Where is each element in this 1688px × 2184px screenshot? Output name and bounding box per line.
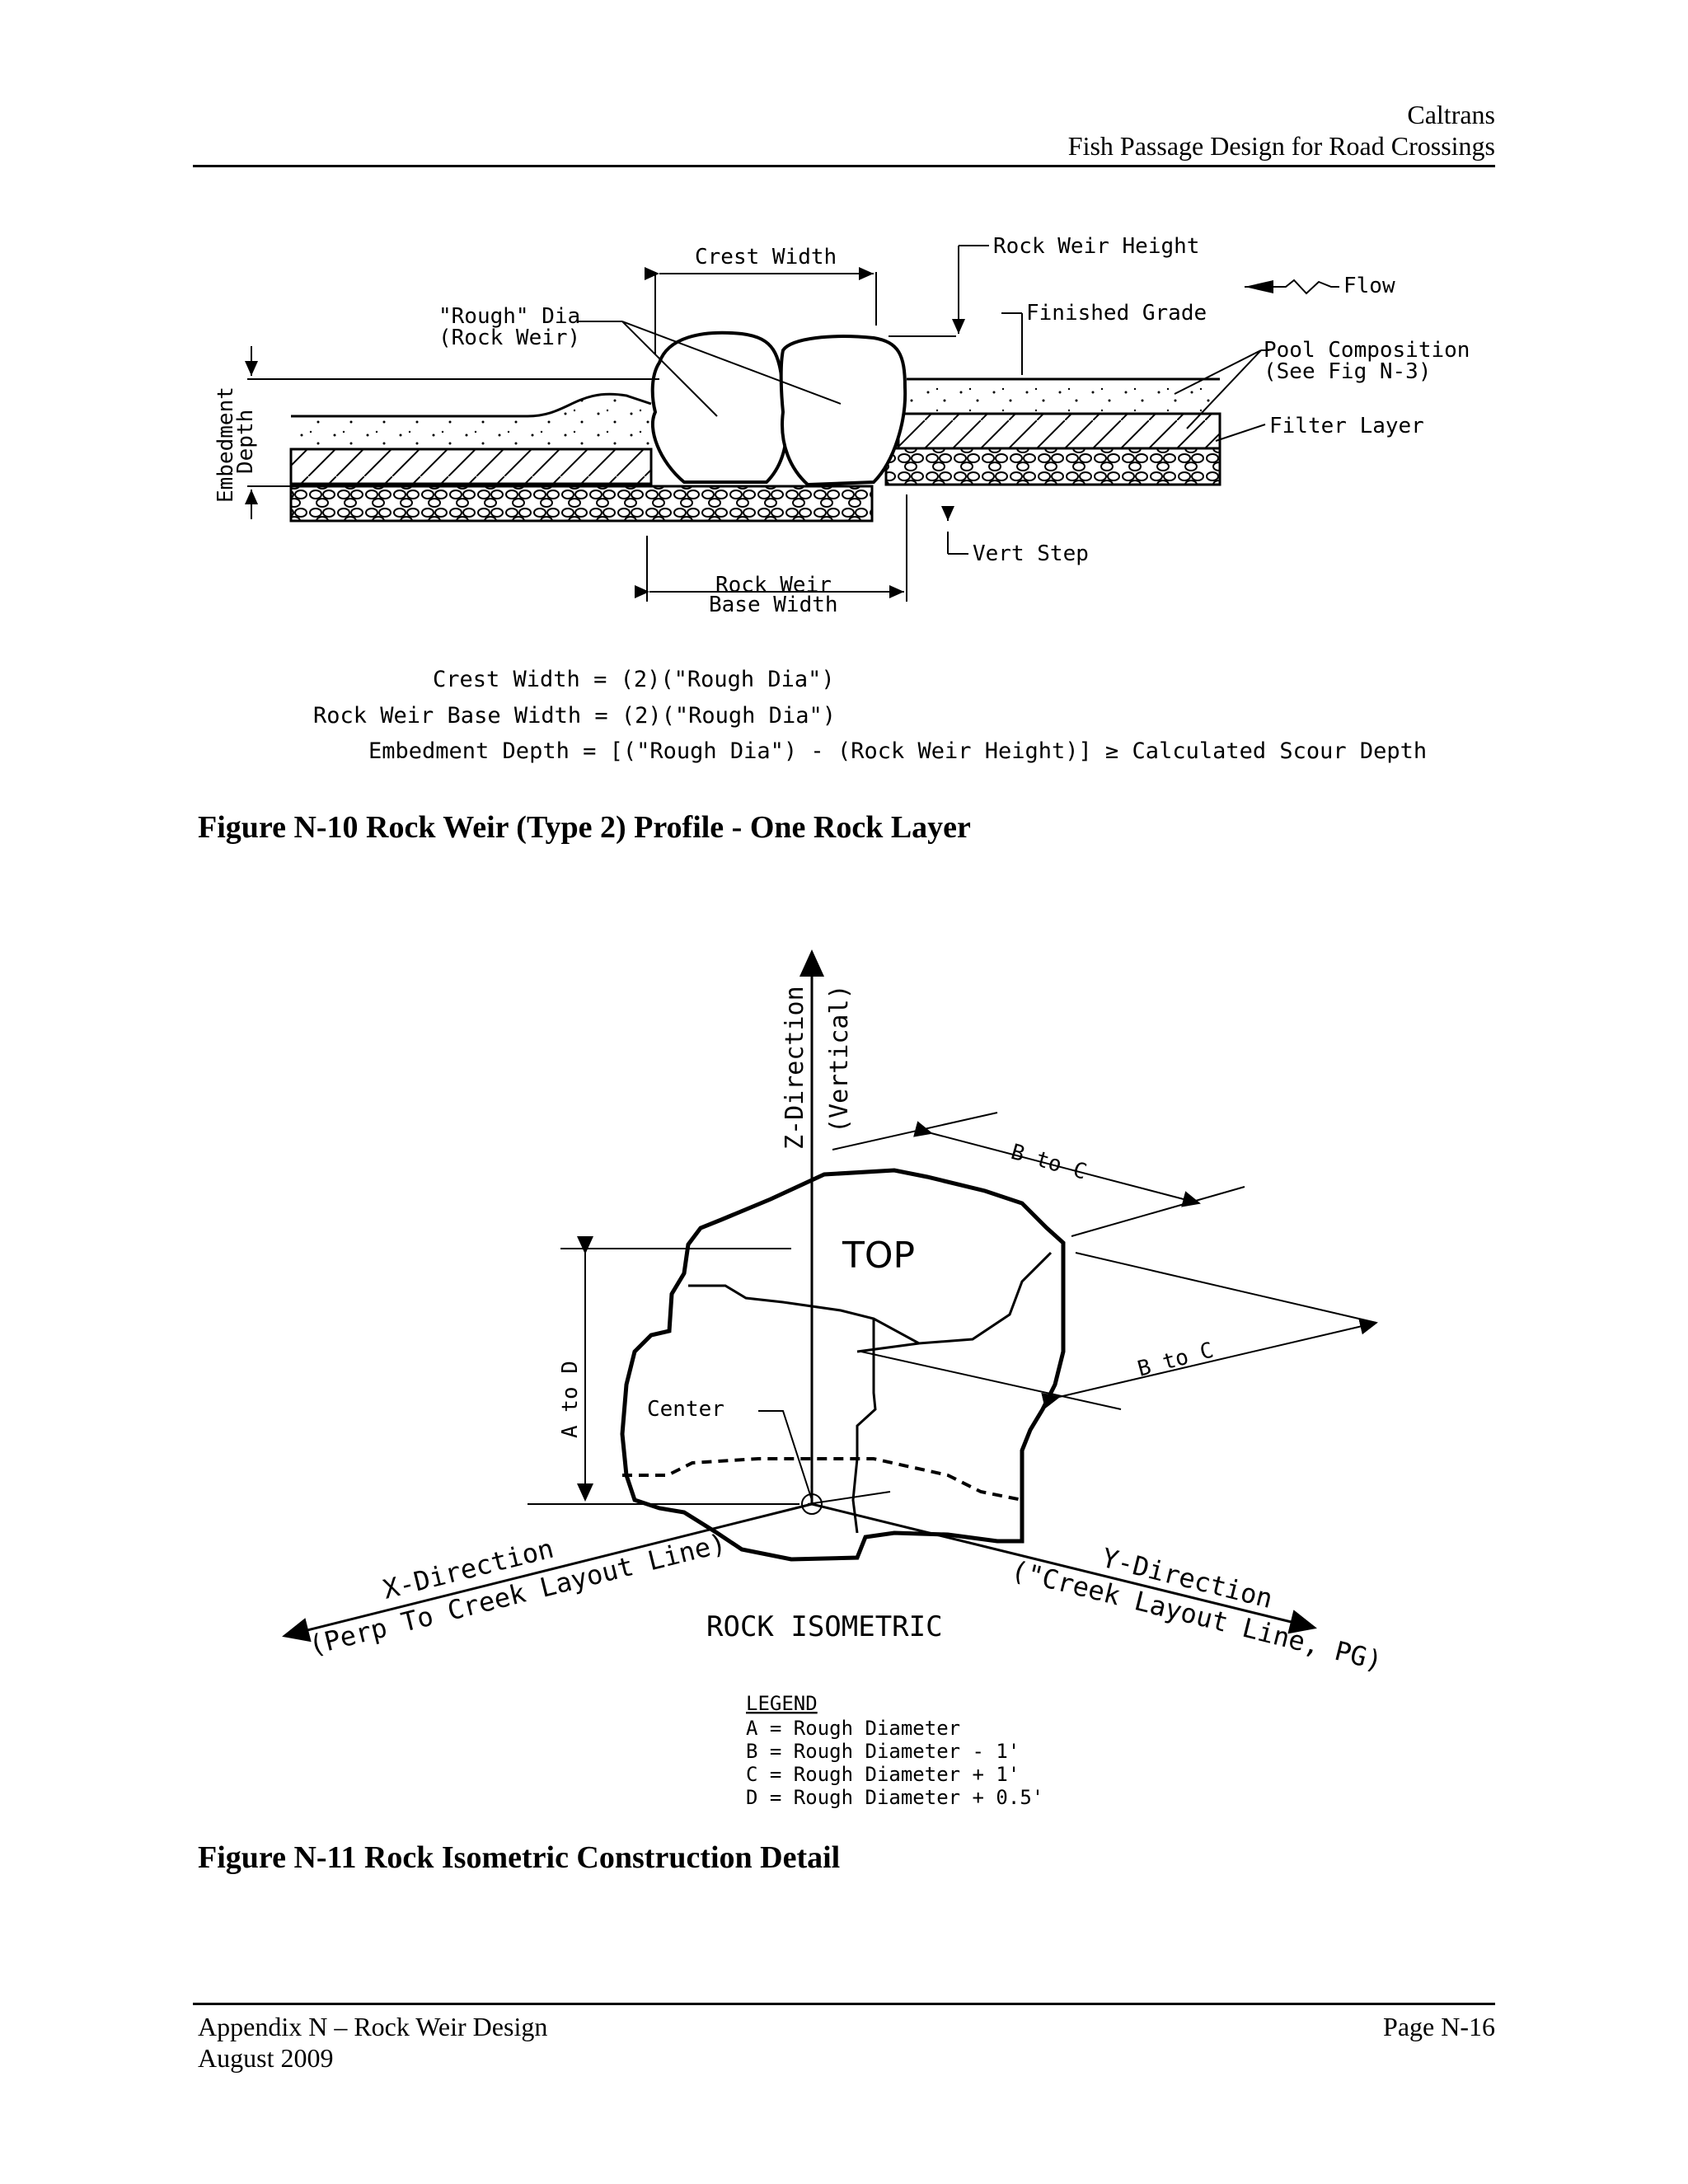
x-direction-sub-label: (Perp To Creek Layout Line): [306, 1527, 729, 1661]
base-width-sub-label: Base Width: [709, 593, 838, 617]
downstream-filter-layer: [897, 412, 1221, 450]
footer-date: August 2009: [198, 2043, 334, 2073]
legend-title: LEGEND: [746, 1692, 818, 1715]
figure-n10-caption: Figure N-10 Rock Weir (Type 2) Profile -…: [198, 810, 971, 845]
vert-step-label: Vert Step: [973, 541, 1089, 566]
boulder-left: [650, 330, 789, 484]
figure-n10-drawing: Crest Width Rock Weir Height Flow "Rough…: [213, 234, 1470, 764]
equation-embedment-depth: Embedment Depth = [("Rough Dia") - (Rock…: [368, 738, 1427, 764]
legend-item-a: A = Rough Diameter: [746, 1717, 960, 1740]
upstream-filter-layer: [289, 448, 653, 485]
rock-weir-height-label: Rock Weir Height: [993, 234, 1199, 259]
top-face-label: TOP: [842, 1235, 915, 1277]
embedment-depth-label: Depth: [233, 410, 258, 474]
header-org: Caltrans: [1407, 100, 1495, 129]
y-direction-label: Y-Direction: [1099, 1542, 1276, 1615]
y-direction-sub-label: ("Creek Layout Line, PG): [1008, 1554, 1386, 1677]
rough-dia-label: "Rough" Dia: [438, 304, 580, 329]
pool-composition-ref: (See Fig N-3): [1264, 359, 1432, 384]
finished-grade-label: Finished Grade: [1026, 301, 1207, 326]
legend-item-b: B = Rough Diameter - 1': [746, 1740, 1020, 1763]
downstream-cobble-layer: [884, 447, 1221, 486]
x-direction-label: X-Direction: [380, 1533, 557, 1605]
upstream-pool-layer: [291, 394, 651, 449]
base-width-label: Rock Weir: [715, 573, 832, 598]
flow-label: Flow: [1343, 274, 1395, 298]
rock-top-face-edge: [688, 1251, 1053, 1345]
embedment-label: Embedment: [213, 387, 238, 503]
upstream-cobble-layer: [289, 485, 874, 523]
x-axis: [282, 1502, 813, 1643]
center-marker: [801, 1493, 823, 1515]
header-rule: [193, 165, 1495, 167]
b-to-c-top-label: B to C: [1008, 1140, 1090, 1185]
header-title: Fish Passage Design for Road Crossings: [1067, 131, 1495, 161]
rock-ground-line: [622, 1457, 1023, 1502]
boulder-right: [779, 335, 907, 487]
footer-appendix: Appendix N – Rock Weir Design: [198, 2012, 548, 2041]
rough-dia-sub-label: (Rock Weir): [438, 326, 580, 350]
pool-composition-layer: [907, 381, 1220, 414]
footer-page-number: Page N-16: [1383, 2012, 1495, 2041]
equation-base-width: Rock Weir Base Width = (2)("Rough Dia"): [313, 703, 836, 729]
rock-outline: [620, 1168, 1066, 1562]
z-direction-label: Z-Direction: [781, 986, 809, 1150]
footer-rule: [193, 2003, 1495, 2005]
figure-n11-caption: Figure N-11 Rock Isometric Construction …: [198, 1840, 841, 1875]
filter-layer-label: Filter Layer: [1269, 414, 1424, 438]
rock-isometric-title: ROCK ISOMETRIC: [706, 1610, 943, 1643]
center-label: Center: [647, 1397, 724, 1422]
legend-item-c: C = Rough Diameter + 1': [746, 1763, 1020, 1786]
crest-width-label: Crest Width: [695, 245, 837, 269]
equation-crest-width: Crest Width = (2)("Rough Dia"): [433, 667, 835, 692]
legend-item-d: D = Rough Diameter + 0.5': [746, 1786, 1043, 1809]
pool-composition-label: Pool Composition: [1264, 338, 1470, 363]
a-to-d-label: A to D: [558, 1361, 583, 1438]
flow-arrow: [1245, 279, 1339, 295]
b-to-c-right-label: B to C: [1135, 1338, 1216, 1381]
vertical-label: (Vertical): [825, 984, 854, 1133]
y-axis: [811, 1502, 1317, 1634]
